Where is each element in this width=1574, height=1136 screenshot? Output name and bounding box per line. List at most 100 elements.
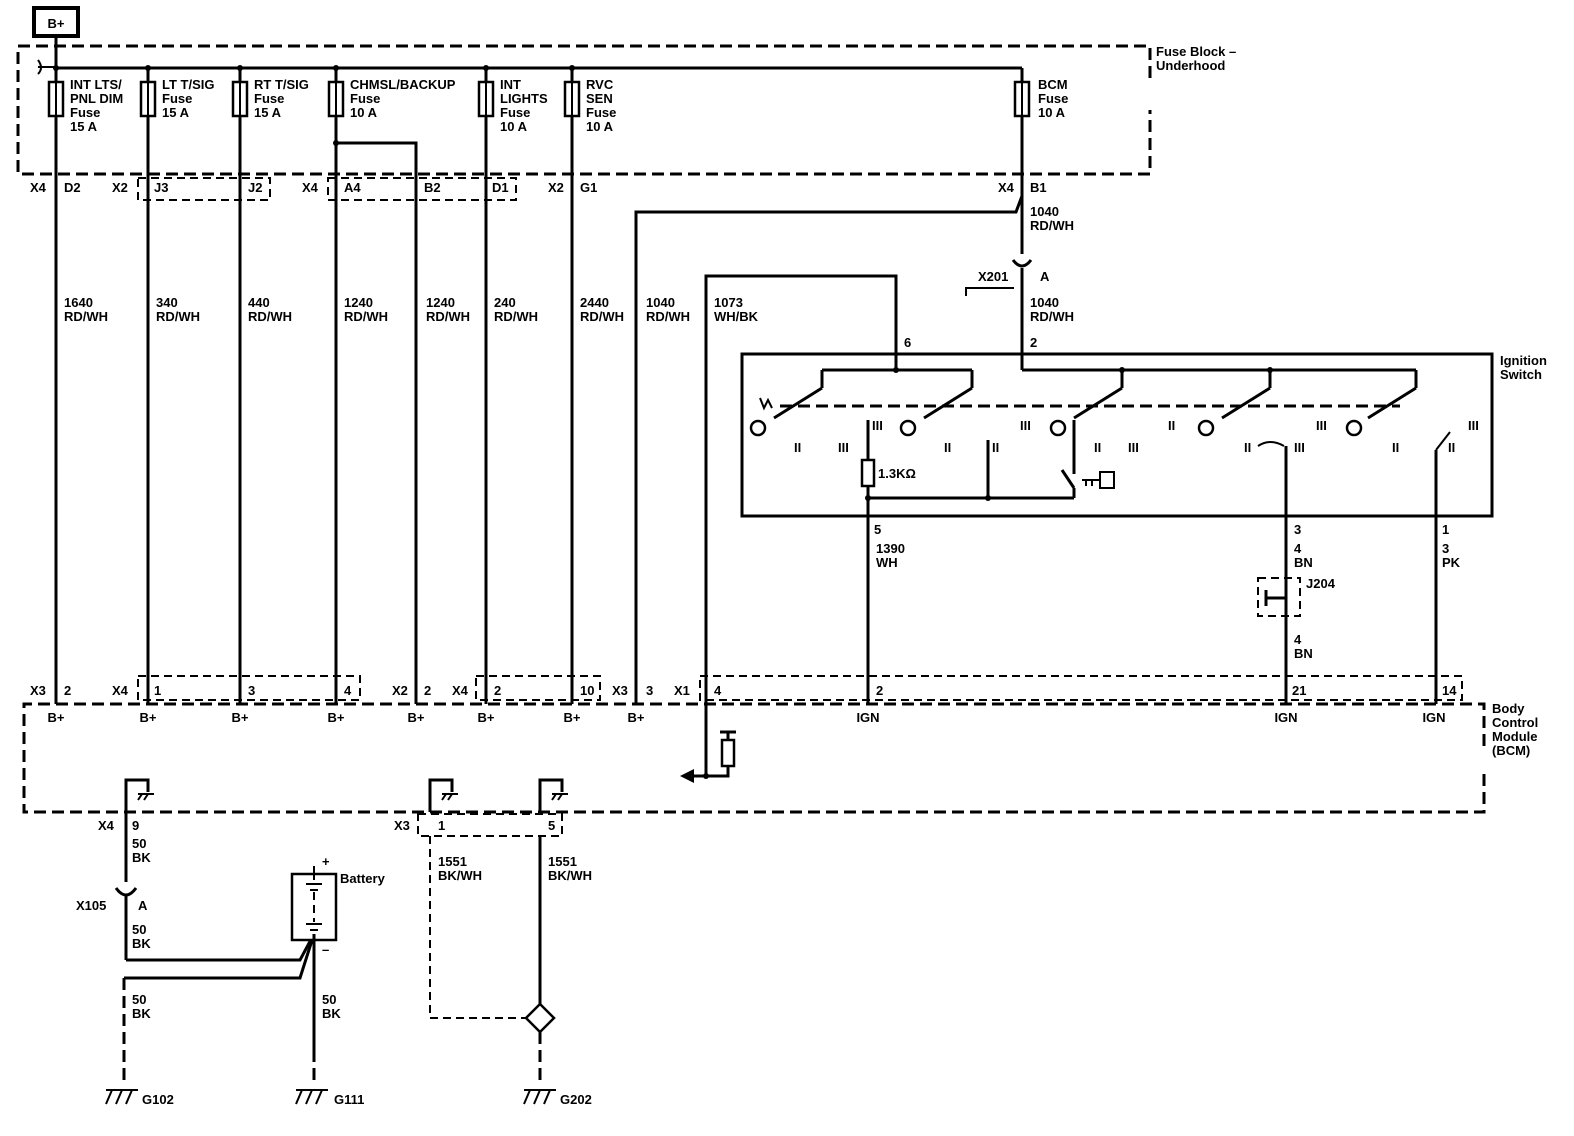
svg-text:X2: X2	[548, 180, 564, 195]
ground-g202: G202	[523, 1089, 592, 1107]
svg-text:II: II	[1094, 440, 1101, 455]
svg-text:BK/WH: BK/WH	[548, 868, 592, 883]
svg-text:RD/WH: RD/WH	[1030, 218, 1074, 233]
svg-text:Fuse: Fuse	[254, 91, 284, 106]
svg-text:INT: INT	[500, 77, 521, 92]
fuse-label-lt-tsig: LT T/SIG Fuse 15 A	[162, 77, 214, 120]
switch-position-marks: II III III II II III II III II III II II…	[794, 418, 1479, 455]
svg-text:BN: BN	[1294, 555, 1313, 570]
svg-text:X4: X4	[98, 818, 115, 833]
svg-text:2440: 2440	[580, 295, 609, 310]
svg-text:III: III	[1294, 440, 1305, 455]
svg-text:RD/WH: RD/WH	[426, 309, 470, 324]
svg-text:10 A: 10 A	[350, 105, 378, 120]
svg-text:440: 440	[248, 295, 270, 310]
svg-text:II: II	[1392, 440, 1399, 455]
svg-text:1: 1	[1442, 522, 1449, 537]
ign-wires: 1390 WH 4 BN 4 BN 3 PK J204	[866, 516, 1461, 704]
svg-text:II: II	[1244, 440, 1251, 455]
svg-text:II: II	[1168, 418, 1175, 433]
svg-text:4: 4	[1294, 632, 1302, 647]
battery: Battery + –	[290, 854, 386, 957]
fuse-block-name: Fuse Block –	[1156, 44, 1236, 59]
svg-text:Switch: Switch	[1500, 367, 1542, 382]
ground-points: G102 G111 G202	[105, 1089, 592, 1107]
svg-text:2: 2	[494, 683, 501, 698]
svg-text:10: 10	[580, 683, 594, 698]
svg-text:1390: 1390	[876, 541, 905, 556]
svg-text:Control: Control	[1492, 715, 1538, 730]
svg-text:G111: G111	[334, 1092, 364, 1107]
svg-text:X201: X201	[978, 269, 1008, 284]
svg-text:RD/WH: RD/WH	[1030, 309, 1074, 324]
svg-text:1040: 1040	[1030, 295, 1059, 310]
svg-text:III: III	[1020, 418, 1031, 433]
svg-text:50: 50	[322, 992, 336, 1007]
svg-text:21: 21	[1292, 683, 1306, 698]
ignition-switch-name: Ignition	[1500, 353, 1547, 368]
wire-1073	[680, 274, 898, 783]
svg-text:III: III	[1316, 418, 1327, 433]
svg-text:IGN: IGN	[856, 710, 879, 725]
svg-text:RD/WH: RD/WH	[494, 309, 538, 324]
svg-text:Body: Body	[1492, 701, 1525, 716]
svg-text:D1: D1	[492, 180, 509, 195]
svg-text:RD/WH: RD/WH	[580, 309, 624, 324]
svg-text:5: 5	[874, 522, 881, 537]
svg-text:X3: X3	[394, 818, 410, 833]
resistor-1k3	[860, 458, 876, 488]
svg-text:3: 3	[1442, 541, 1449, 556]
svg-text:240: 240	[494, 295, 516, 310]
ground-g102: G102	[105, 1089, 174, 1107]
svg-text:10 A: 10 A	[586, 119, 614, 134]
x201-inline-connector: 1040 RD/WH X201 A 1040 RD/WH	[965, 204, 1074, 370]
svg-text:15 A: 15 A	[70, 119, 98, 134]
svg-text:X3: X3	[612, 683, 628, 698]
svg-text:X4: X4	[302, 180, 319, 195]
svg-text:D2: D2	[64, 180, 81, 195]
splice-diamond	[524, 1002, 556, 1034]
svg-text:2: 2	[424, 683, 431, 698]
svg-text:B+: B+	[232, 710, 249, 725]
svg-text:4: 4	[344, 683, 352, 698]
fuse-label-int-lights: INT LIGHTS Fuse 10 A	[500, 77, 548, 134]
svg-text:50: 50	[132, 922, 146, 937]
b-plus-wires: 1640 RD/WH 340 RD/WH 440 RD/WH 1240 RD/W…	[54, 116, 1024, 704]
svg-text:RD/WH: RD/WH	[646, 309, 690, 324]
svg-text:II: II	[992, 440, 999, 455]
svg-text:II: II	[944, 440, 951, 455]
power-label: B+	[48, 16, 65, 31]
svg-text:1.3KΩ: 1.3KΩ	[878, 466, 916, 481]
svg-text:BN: BN	[1294, 646, 1313, 661]
svg-text:10 A: 10 A	[500, 119, 528, 134]
svg-text:9: 9	[132, 818, 139, 833]
fuse-label-rvc-sen: RVC SEN Fuse 10 A	[586, 77, 616, 134]
svg-text:1640: 1640	[64, 295, 93, 310]
svg-text:Fuse: Fuse	[70, 105, 100, 120]
ground-connectors: X4 9 X3 1 5	[98, 813, 563, 837]
svg-text:10 A: 10 A	[1038, 105, 1066, 120]
svg-text:1240: 1240	[426, 295, 455, 310]
svg-text:B+: B+	[628, 710, 645, 725]
svg-text:X4: X4	[452, 683, 469, 698]
svg-text:3: 3	[248, 683, 255, 698]
svg-text:CHMSL/BACKUP: CHMSL/BACKUP	[350, 77, 456, 92]
svg-text:1240: 1240	[344, 295, 373, 310]
svg-text:X4: X4	[998, 180, 1015, 195]
svg-text:2: 2	[876, 683, 883, 698]
svg-text:RT T/SIG: RT T/SIG	[254, 77, 309, 92]
bcm-connectors: X3 2 X4 1 3 4 X2 2 X4 2 10 X3 3 X1 4 2 2…	[30, 675, 1463, 701]
svg-text:6: 6	[904, 335, 911, 350]
svg-text:RVC: RVC	[586, 77, 614, 92]
svg-text:BCM: BCM	[1038, 77, 1068, 92]
svg-text:Fuse: Fuse	[586, 105, 616, 120]
svg-text:X105: X105	[76, 898, 106, 913]
svg-text:WH/BK: WH/BK	[714, 309, 759, 324]
svg-text:1040: 1040	[1030, 204, 1059, 219]
svg-text:INT LTS/: INT LTS/	[70, 77, 122, 92]
svg-text:Fuse: Fuse	[500, 105, 530, 120]
svg-text:LT T/SIG: LT T/SIG	[162, 77, 214, 92]
key-icon	[1082, 471, 1115, 489]
svg-text:G102: G102	[142, 1092, 174, 1107]
svg-text:1: 1	[154, 683, 161, 698]
